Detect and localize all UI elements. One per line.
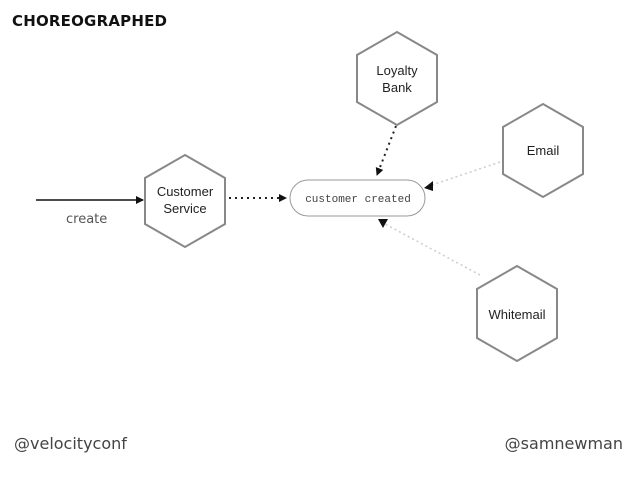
email-node: Email xyxy=(502,102,584,199)
customer-created-event: customer created xyxy=(289,179,426,217)
create-label: create xyxy=(66,212,107,227)
loyalty-bank-label-line1: Loyalty xyxy=(376,63,418,78)
customer-service-node: Customer Service xyxy=(144,153,226,249)
event-label: customer created xyxy=(305,194,411,206)
whitemail-subscribe-arrow xyxy=(384,223,481,276)
slide-title: CHOREOGRAPHED xyxy=(12,12,168,30)
loyalty-bank-label-line2: Bank xyxy=(382,80,412,95)
email-arrowhead xyxy=(424,181,433,191)
whitemail-label: Whitemail xyxy=(488,307,545,322)
customer-service-label-line2: Service xyxy=(163,201,206,216)
customer-service-label-line1: Customer xyxy=(157,184,214,199)
conference-handle: @velocityconf xyxy=(14,434,127,453)
email-subscribe-arrow xyxy=(428,161,501,187)
speaker-handle: @samnewman xyxy=(504,434,623,453)
whitemail-node: Whitemail xyxy=(476,264,558,363)
whitemail-arrowhead xyxy=(378,219,388,228)
loyalty-bank-node: Loyalty Bank xyxy=(356,30,438,127)
email-label: Email xyxy=(527,143,560,158)
loyalty-subscribe-arrow xyxy=(375,125,397,176)
